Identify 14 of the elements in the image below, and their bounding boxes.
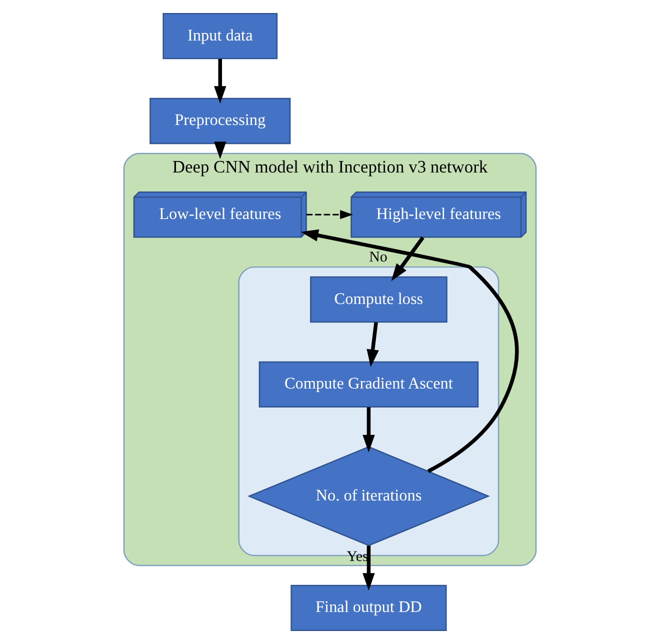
node-box: Compute loss — [310, 276, 447, 323]
arrow — [362, 546, 374, 591]
arrow — [300, 229, 518, 473]
arrow — [362, 407, 374, 452]
node-box: Final output DD — [290, 584, 446, 632]
node-diamond: No. of iterations — [246, 446, 490, 546]
arrow — [366, 322, 378, 368]
edge-label: No — [368, 250, 387, 266]
edge-label: Yes — [346, 548, 368, 565]
arrow — [306, 210, 353, 220]
arrow — [390, 236, 424, 282]
node-box: Compute Gradient Ascent — [258, 361, 478, 408]
arrow — [214, 58, 226, 104]
node-box: Input data — [162, 12, 278, 60]
